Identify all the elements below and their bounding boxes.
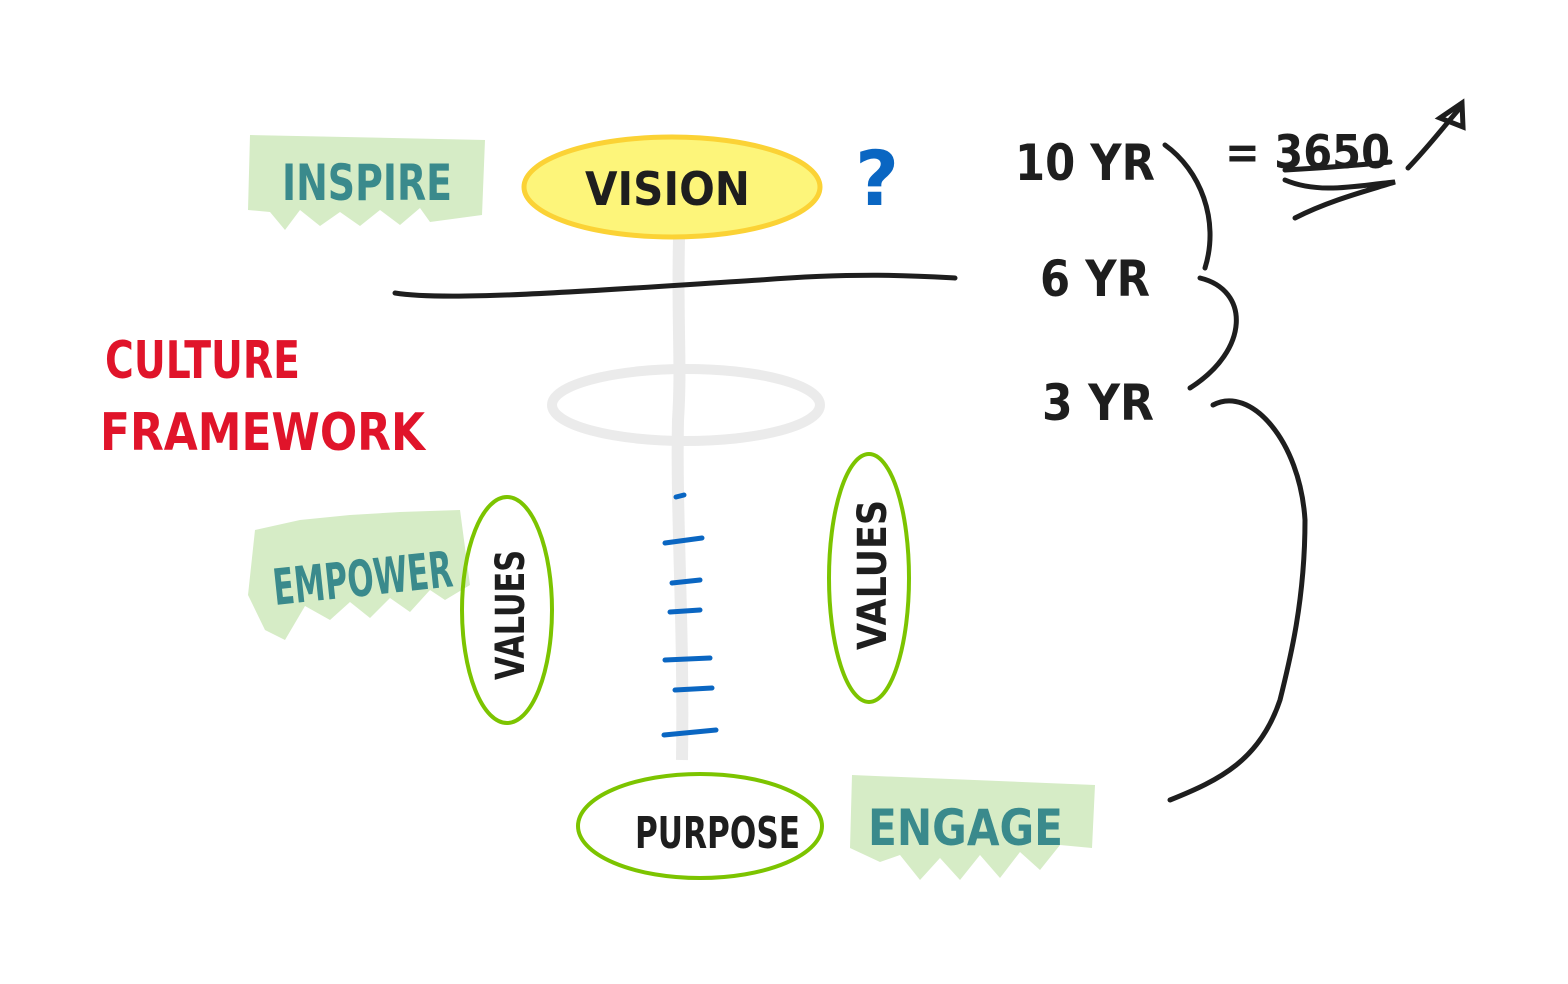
vision-label: VISION xyxy=(585,162,750,216)
values-left-ellipse xyxy=(460,495,554,725)
equals-3650-label: = 3650 xyxy=(1225,125,1390,179)
faint-spine xyxy=(671,199,689,761)
engage-label: ENGAGE xyxy=(868,799,1063,857)
inspire-highlight xyxy=(248,135,485,230)
blue-tick-marks xyxy=(661,492,719,738)
values-right-ellipse xyxy=(827,452,911,704)
horizontal-divider xyxy=(392,272,958,299)
three-yr-label: 3 YR xyxy=(1042,374,1154,432)
title-culture: CULTURE xyxy=(105,331,300,391)
purpose-label: PURPOSE xyxy=(635,808,800,859)
ten-yr-label: 10 YR xyxy=(1015,134,1155,192)
timeline-curves xyxy=(1162,98,1466,803)
vision-ellipse xyxy=(521,134,823,240)
values-right-label: VALUES xyxy=(850,500,896,650)
inspire-label: INSPIRE xyxy=(282,154,452,212)
faint-ring xyxy=(547,364,825,446)
values-left-label: VALUES xyxy=(488,550,534,680)
title-framework: FRAMEWORK xyxy=(100,403,426,463)
empower-highlight xyxy=(248,510,470,640)
purpose-ellipse xyxy=(576,772,824,880)
six-yr-label: 6 YR xyxy=(1040,250,1150,308)
question-mark: ? xyxy=(855,134,899,223)
engage-highlight xyxy=(850,775,1095,880)
